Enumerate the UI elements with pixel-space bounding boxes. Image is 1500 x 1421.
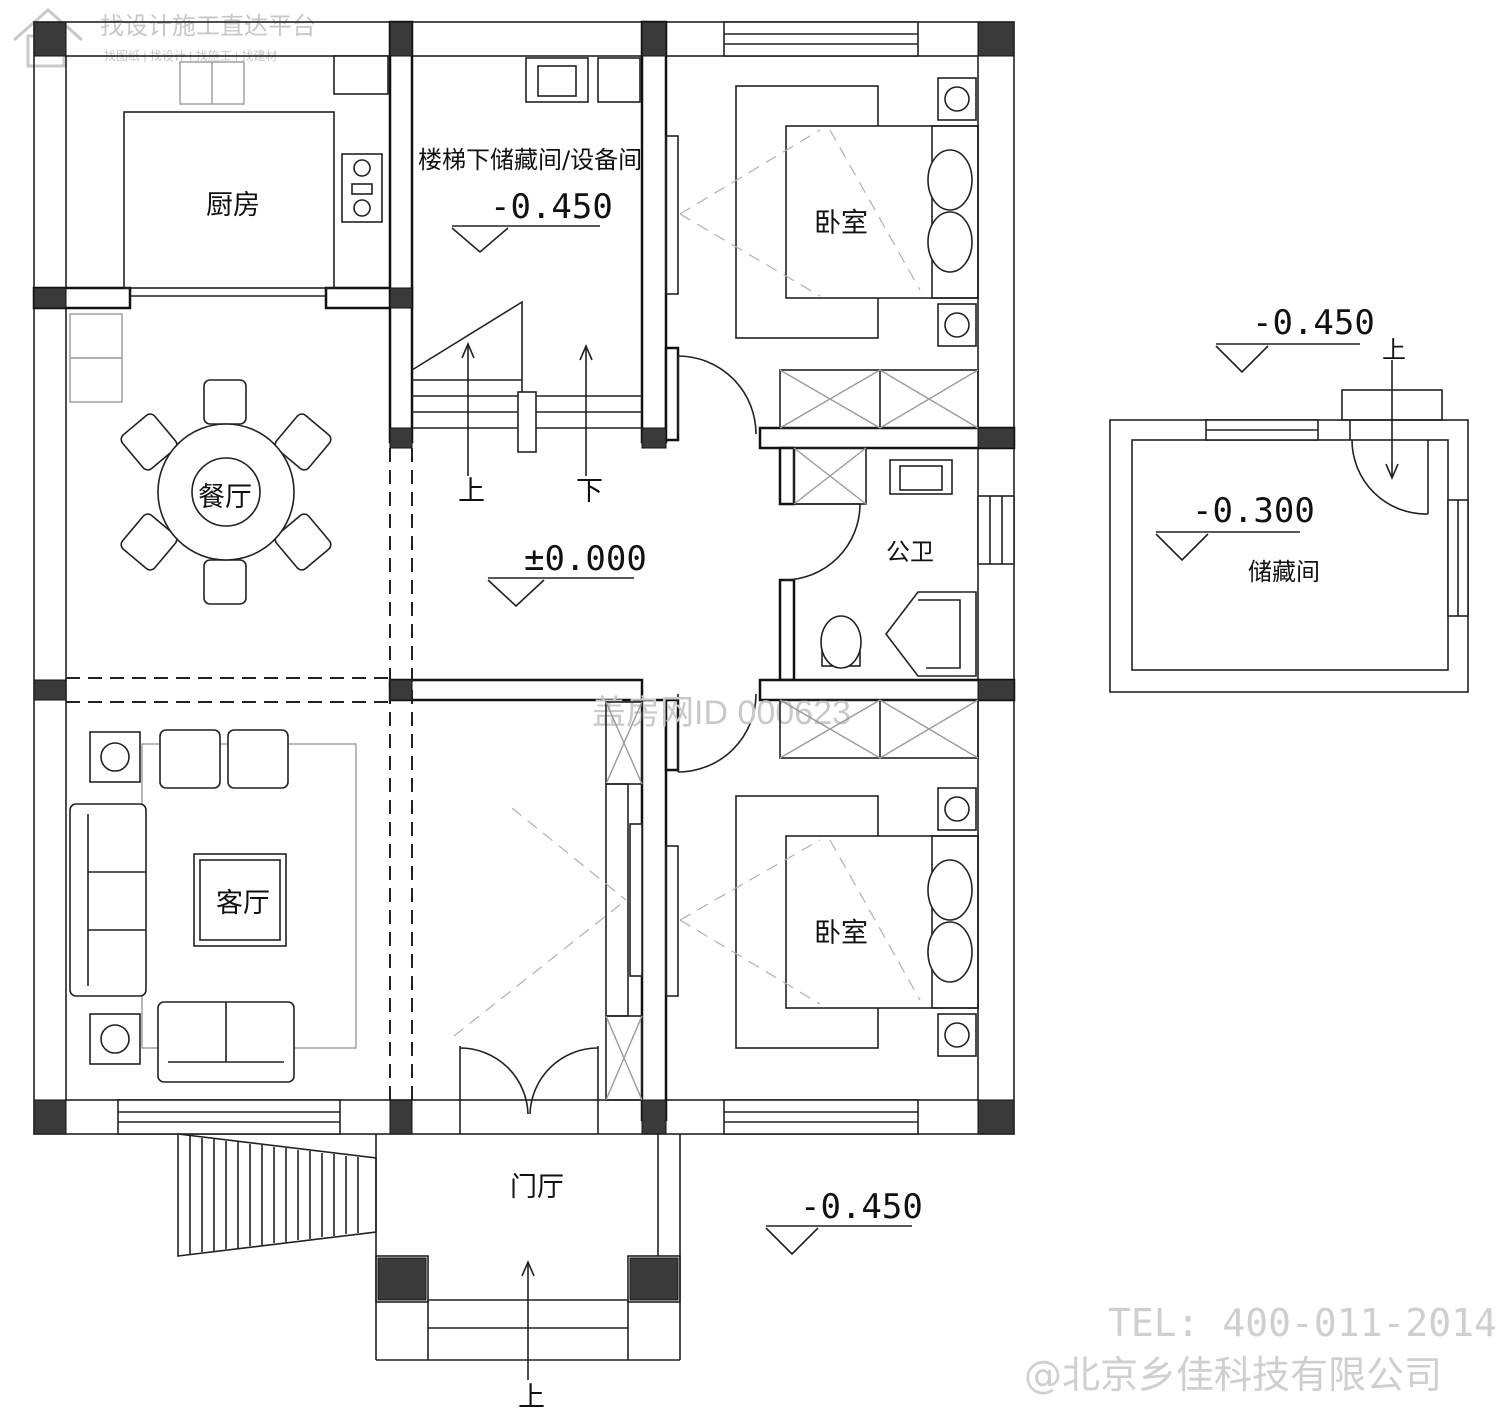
room-label-stair-storage: 楼梯下储藏间/设备间 (418, 146, 642, 174)
storage-stair-label-up: 上 (1382, 336, 1406, 364)
staircase: 上 下 (411, 300, 642, 507)
nightstand-icon (937, 303, 977, 347)
elevation-exterior: -0.450 (800, 1187, 923, 1227)
pillow-icon (927, 149, 973, 211)
storage-door (1351, 439, 1429, 515)
wardrobe-top (779, 369, 979, 429)
room-label-storage: 储藏间 (1248, 558, 1320, 586)
window-bedroom-top (723, 21, 919, 57)
footer-tel: TEL: 400-011-2014 (1108, 1301, 1497, 1345)
hall-elevation: ±0.000 (487, 539, 647, 608)
storage-room: 上 -0.450 -0.300 储藏间 (1109, 303, 1469, 693)
tv-cabinet-icon (629, 823, 643, 977)
toilet-icon (820, 615, 862, 669)
bedroom-top-door (677, 355, 757, 435)
dining-room: 餐厅 (69, 313, 332, 605)
dashed-openings (66, 448, 413, 1100)
foyer: 门厅 上 (375, 1134, 681, 1413)
hall-lower (453, 701, 643, 1101)
brand-slogan: 找设计施工直达平台 (100, 13, 316, 40)
loveseat-icon (157, 1001, 295, 1083)
dining-table-icon (120, 379, 332, 605)
room-label-bedroom-bottom: 卧室 (814, 918, 868, 949)
bedroom-top: 卧室 (665, 77, 979, 429)
elevation-stair-storage: -0.450 (490, 187, 613, 227)
washer-icon (597, 57, 641, 103)
nightstand-icon (937, 1013, 977, 1057)
elevation-storage-outside: -0.450 (1252, 303, 1375, 343)
living-room: 客厅 (69, 729, 357, 1083)
pillow-icon (927, 211, 973, 273)
shower-icon (884, 591, 977, 677)
elevation-storage-inside: -0.300 (1192, 491, 1315, 531)
window-bathroom (977, 495, 1015, 565)
front-steps (177, 1133, 377, 1257)
armchair-icon (159, 729, 221, 789)
footer-company: @北京乡佳科技有限公司 (1024, 1353, 1442, 1397)
stove-icon (341, 153, 383, 223)
bedroom-bottom: 卧室 (665, 699, 979, 1057)
room-label-foyer: 门厅 (510, 1172, 564, 1203)
coffee-table-icon (193, 853, 287, 947)
window-living-bottom (117, 1099, 341, 1135)
nightstand-icon (937, 77, 977, 121)
footer-watermark: TEL: 400-011-2014 @北京乡佳科技有限公司 (1024, 1301, 1497, 1397)
room-label-living: 客厅 (216, 888, 270, 919)
pillow-icon (927, 859, 973, 921)
bathroom-door (783, 503, 861, 581)
pillow-icon (927, 921, 973, 983)
stair-label-down: 下 (576, 476, 603, 507)
wardrobe-bottom (779, 699, 979, 759)
sofa-icon (69, 803, 147, 997)
exterior-elevation: -0.450 (765, 1187, 923, 1256)
kitchen: 厨房 (123, 55, 389, 297)
stair-label-up: 上 (458, 476, 485, 507)
windows (117, 21, 1015, 1135)
side-table-icon (89, 1013, 141, 1065)
exterior-walls (33, 21, 1015, 1135)
bathroom: 公卫 (793, 447, 977, 677)
entrance-door (459, 1046, 599, 1134)
room-label-bedroom-top: 卧室 (814, 208, 868, 239)
room-label-dining: 餐厅 (198, 482, 252, 513)
brand-watermark: 找设计施工直达平台 找图纸 | 找设计 | 找施工 | 找建材 (13, 7, 316, 68)
front-stair-label-up: 上 (518, 1382, 545, 1413)
side-table-icon (89, 731, 141, 783)
armchair-icon (227, 729, 289, 789)
structural-columns (33, 21, 1015, 1135)
elevation-hall: ±0.000 (524, 539, 647, 579)
room-label-bathroom: 公卫 (886, 538, 934, 566)
window-bedroom-bottom (723, 1099, 919, 1135)
bedroom-bottom-door (677, 693, 757, 773)
stair-storage: 楼梯下储藏间/设备间 -0.450 (418, 57, 642, 254)
room-label-kitchen: 厨房 (206, 190, 260, 221)
nightstand-icon (937, 787, 977, 831)
fridge-icon (333, 55, 389, 95)
